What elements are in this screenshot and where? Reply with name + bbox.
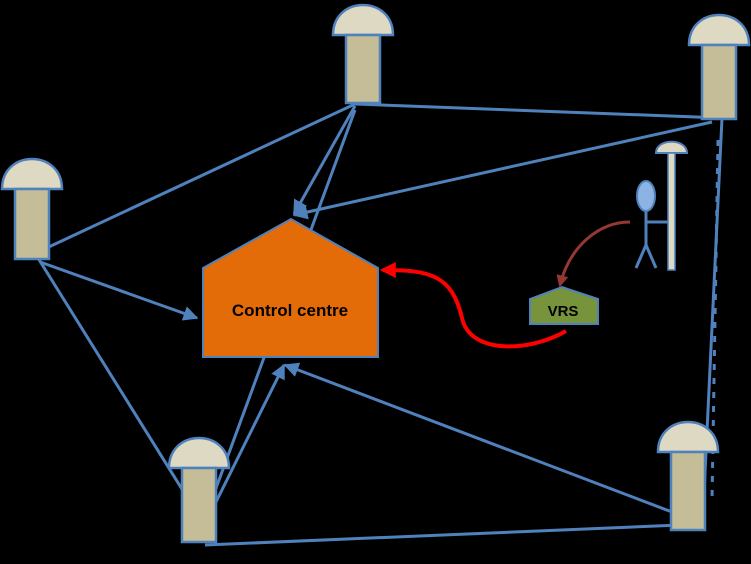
link-topcenter-to-control-centre [292, 105, 357, 216]
rover-antenna [654, 140, 689, 154]
link-left-to-control-centre [39, 260, 199, 321]
station-dome [687, 13, 751, 47]
vrs-to-control-centre-link [379, 262, 568, 349]
link-topright-to-bottomright-dotted [710, 139, 720, 501]
user-to-vrs-link [556, 220, 631, 288]
link-bottomright-to-control-centre [283, 362, 673, 514]
station-network-links [36, 102, 724, 547]
link-topcenter-to-topright [354, 102, 723, 120]
link-bottomright-to-bottomleft [204, 523, 681, 547]
control-centre-label: Control centre [232, 301, 348, 320]
vrs-node: VRS [529, 285, 599, 325]
station-mast [700, 43, 738, 121]
gnss-reference-station-icon [656, 420, 720, 532]
station-mast [669, 450, 707, 532]
station-mast [344, 33, 382, 105]
station-dome [331, 3, 395, 37]
station-dome [656, 420, 720, 454]
control-centre-shape [202, 217, 379, 358]
reference-stations [0, 3, 751, 544]
control-centre: Control centre [202, 217, 379, 358]
vrs-shape [529, 285, 599, 325]
station-mast [180, 466, 218, 544]
station-dome [0, 157, 64, 191]
gnss-reference-station-icon [167, 436, 231, 544]
surveyor-head [636, 180, 656, 212]
link-left-to-topright [38, 118, 722, 262]
gnss-reference-station-icon [331, 3, 395, 105]
surveyor-rover-icon [634, 140, 689, 271]
station-dome [167, 436, 231, 470]
rover-pole [667, 152, 676, 271]
link-bottomleft-to-left [36, 257, 197, 511]
link-left-to-topcenter [37, 102, 356, 254]
link-topright-to-control-centre [292, 120, 713, 220]
gnss-reference-station-icon [687, 13, 751, 121]
vrs-label: VRS [548, 303, 579, 320]
link-bottomleft-to-control-centre [210, 363, 286, 511]
control-centre-data-links [39, 105, 713, 514]
gnss-reference-station-icon [0, 157, 64, 261]
station-mast [13, 187, 51, 261]
